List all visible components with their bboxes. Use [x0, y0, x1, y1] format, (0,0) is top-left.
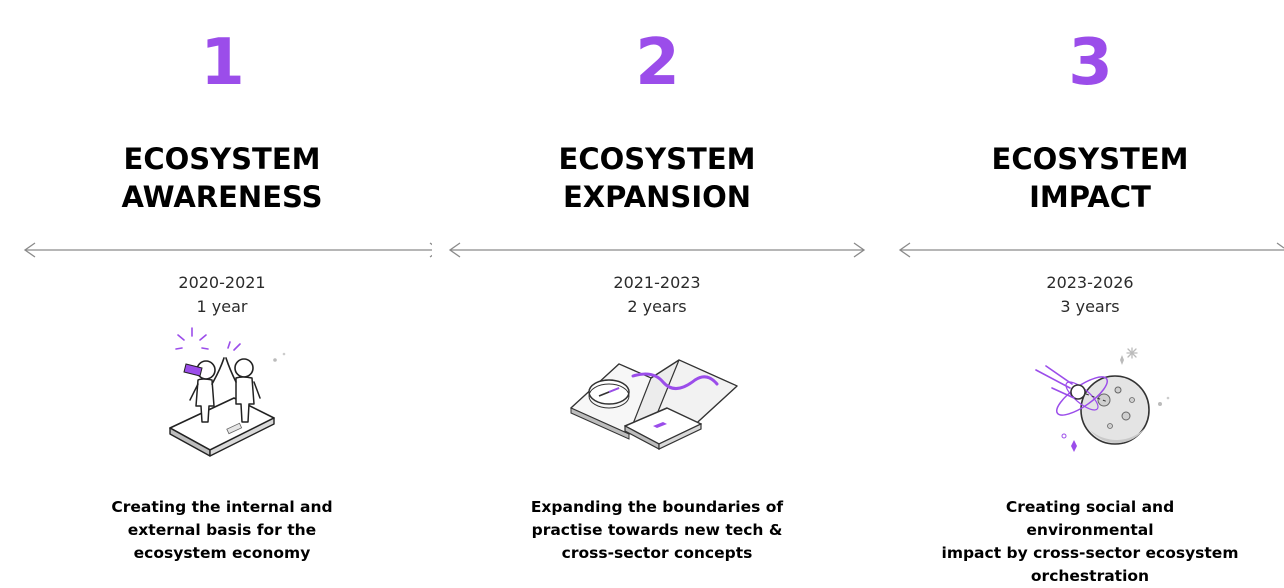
- description-line: ecosystem economy: [133, 544, 311, 562]
- stage-years: 2021-2023: [613, 273, 701, 292]
- stage-period: 2021-2023 2 years: [447, 271, 867, 319]
- stage-duration: 1 year: [196, 297, 248, 316]
- stage-number: 1: [200, 26, 245, 100]
- stage-title-line: ECOSYSTEM: [558, 142, 756, 176]
- description-line: cross-sector concepts: [561, 544, 753, 562]
- stage-number: 3: [1068, 26, 1113, 100]
- stage-period: 2023-2026 3 years: [880, 271, 1284, 319]
- stage-duration: 3 years: [1060, 297, 1120, 316]
- description-line: Expanding the boundaries of: [530, 498, 784, 516]
- stage-duration: 2 years: [627, 297, 687, 316]
- stage-title-line: IMPACT: [1029, 180, 1151, 214]
- stage-description: Expanding the boundaries of practise tow…: [507, 496, 807, 565]
- double-arrow-timeline: [23, 242, 432, 258]
- stage-title-line: AWARENESS: [121, 180, 323, 214]
- stage-expansion: 2 ECOSYSTEM EXPANSION 2021-2023 2 years …: [447, 0, 867, 566]
- description-line: impact by cross-sector ecosystem: [941, 544, 1239, 562]
- double-arrow-timeline: [448, 242, 866, 258]
- stage-title: ECOSYSTEM AWARENESS: [12, 140, 432, 216]
- stage-title-line: ECOSYSTEM: [991, 142, 1189, 176]
- stage-years: 2020-2021: [178, 273, 266, 292]
- description-line: external basis for the: [127, 521, 317, 539]
- stage-years: 2023-2026: [1046, 273, 1134, 292]
- stage-description: Creating social and environmental impact…: [940, 496, 1240, 588]
- stage-description: Creating the internal and external basis…: [72, 496, 372, 565]
- stage-title: ECOSYSTEM EXPANSION: [447, 140, 867, 216]
- map-compass-phone-icon: [570, 359, 738, 450]
- description-line: Creating social and environmental: [1005, 498, 1175, 539]
- comet-and-moon-icon: [1035, 347, 1170, 452]
- stage-awareness: 1 ECOSYSTEM AWARENESS 2020-2021 1 year: [12, 0, 432, 566]
- description-line: Creating the internal and: [111, 498, 333, 516]
- stage-impact: 3 ECOSYSTEM IMPACT 2023-2026 3 years: [880, 0, 1284, 585]
- stage-title-line: ECOSYSTEM: [123, 142, 321, 176]
- stage-title-line: EXPANSION: [562, 180, 752, 214]
- stage-number: 2: [635, 26, 680, 100]
- stage-period: 2020-2021 1 year: [12, 271, 432, 319]
- stage-title: ECOSYSTEM IMPACT: [880, 140, 1284, 216]
- description-line: orchestration: [1030, 567, 1150, 585]
- high-five-figures-on-phone-icon: [169, 327, 286, 457]
- description-line: practise towards new tech &: [531, 521, 783, 539]
- double-arrow-timeline: [898, 242, 1284, 258]
